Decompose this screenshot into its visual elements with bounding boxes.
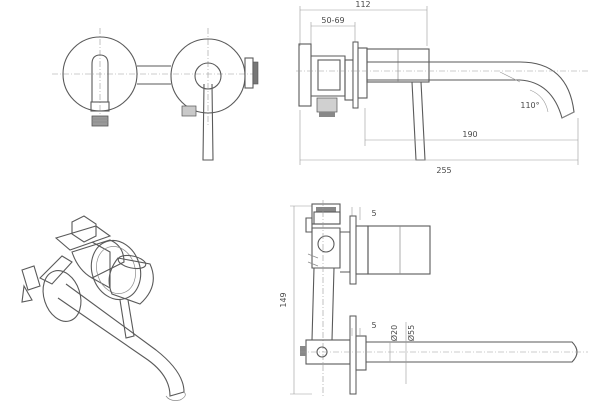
front-view (52, 28, 259, 161)
side-view: 112 50-69 110° 190 (296, 0, 590, 175)
dim-diameter-55: Ø55 (406, 325, 416, 341)
spout-body (91, 54, 109, 103)
dim-angle-110: 110° (520, 101, 539, 110)
dim-diameter-20: Ø20 (389, 325, 399, 341)
dim-width-112: 112 (355, 0, 370, 9)
isometric-view (21, 215, 186, 401)
dim-height-149: 149 (279, 292, 288, 307)
dim-offset-upper-5: 5 (371, 209, 376, 218)
plan-view: 149 5 5 (279, 200, 588, 396)
iso-spout (57, 283, 185, 397)
dim-offset-lower-5: 5 (371, 321, 376, 330)
dim-length-255: 255 (436, 166, 451, 175)
dim-depth-50-69: 50-69 (321, 16, 344, 25)
lever-handle (202, 83, 214, 161)
dim-reach-190: 190 (462, 130, 477, 139)
iso-handle-body (108, 257, 154, 305)
aerator (91, 115, 109, 127)
